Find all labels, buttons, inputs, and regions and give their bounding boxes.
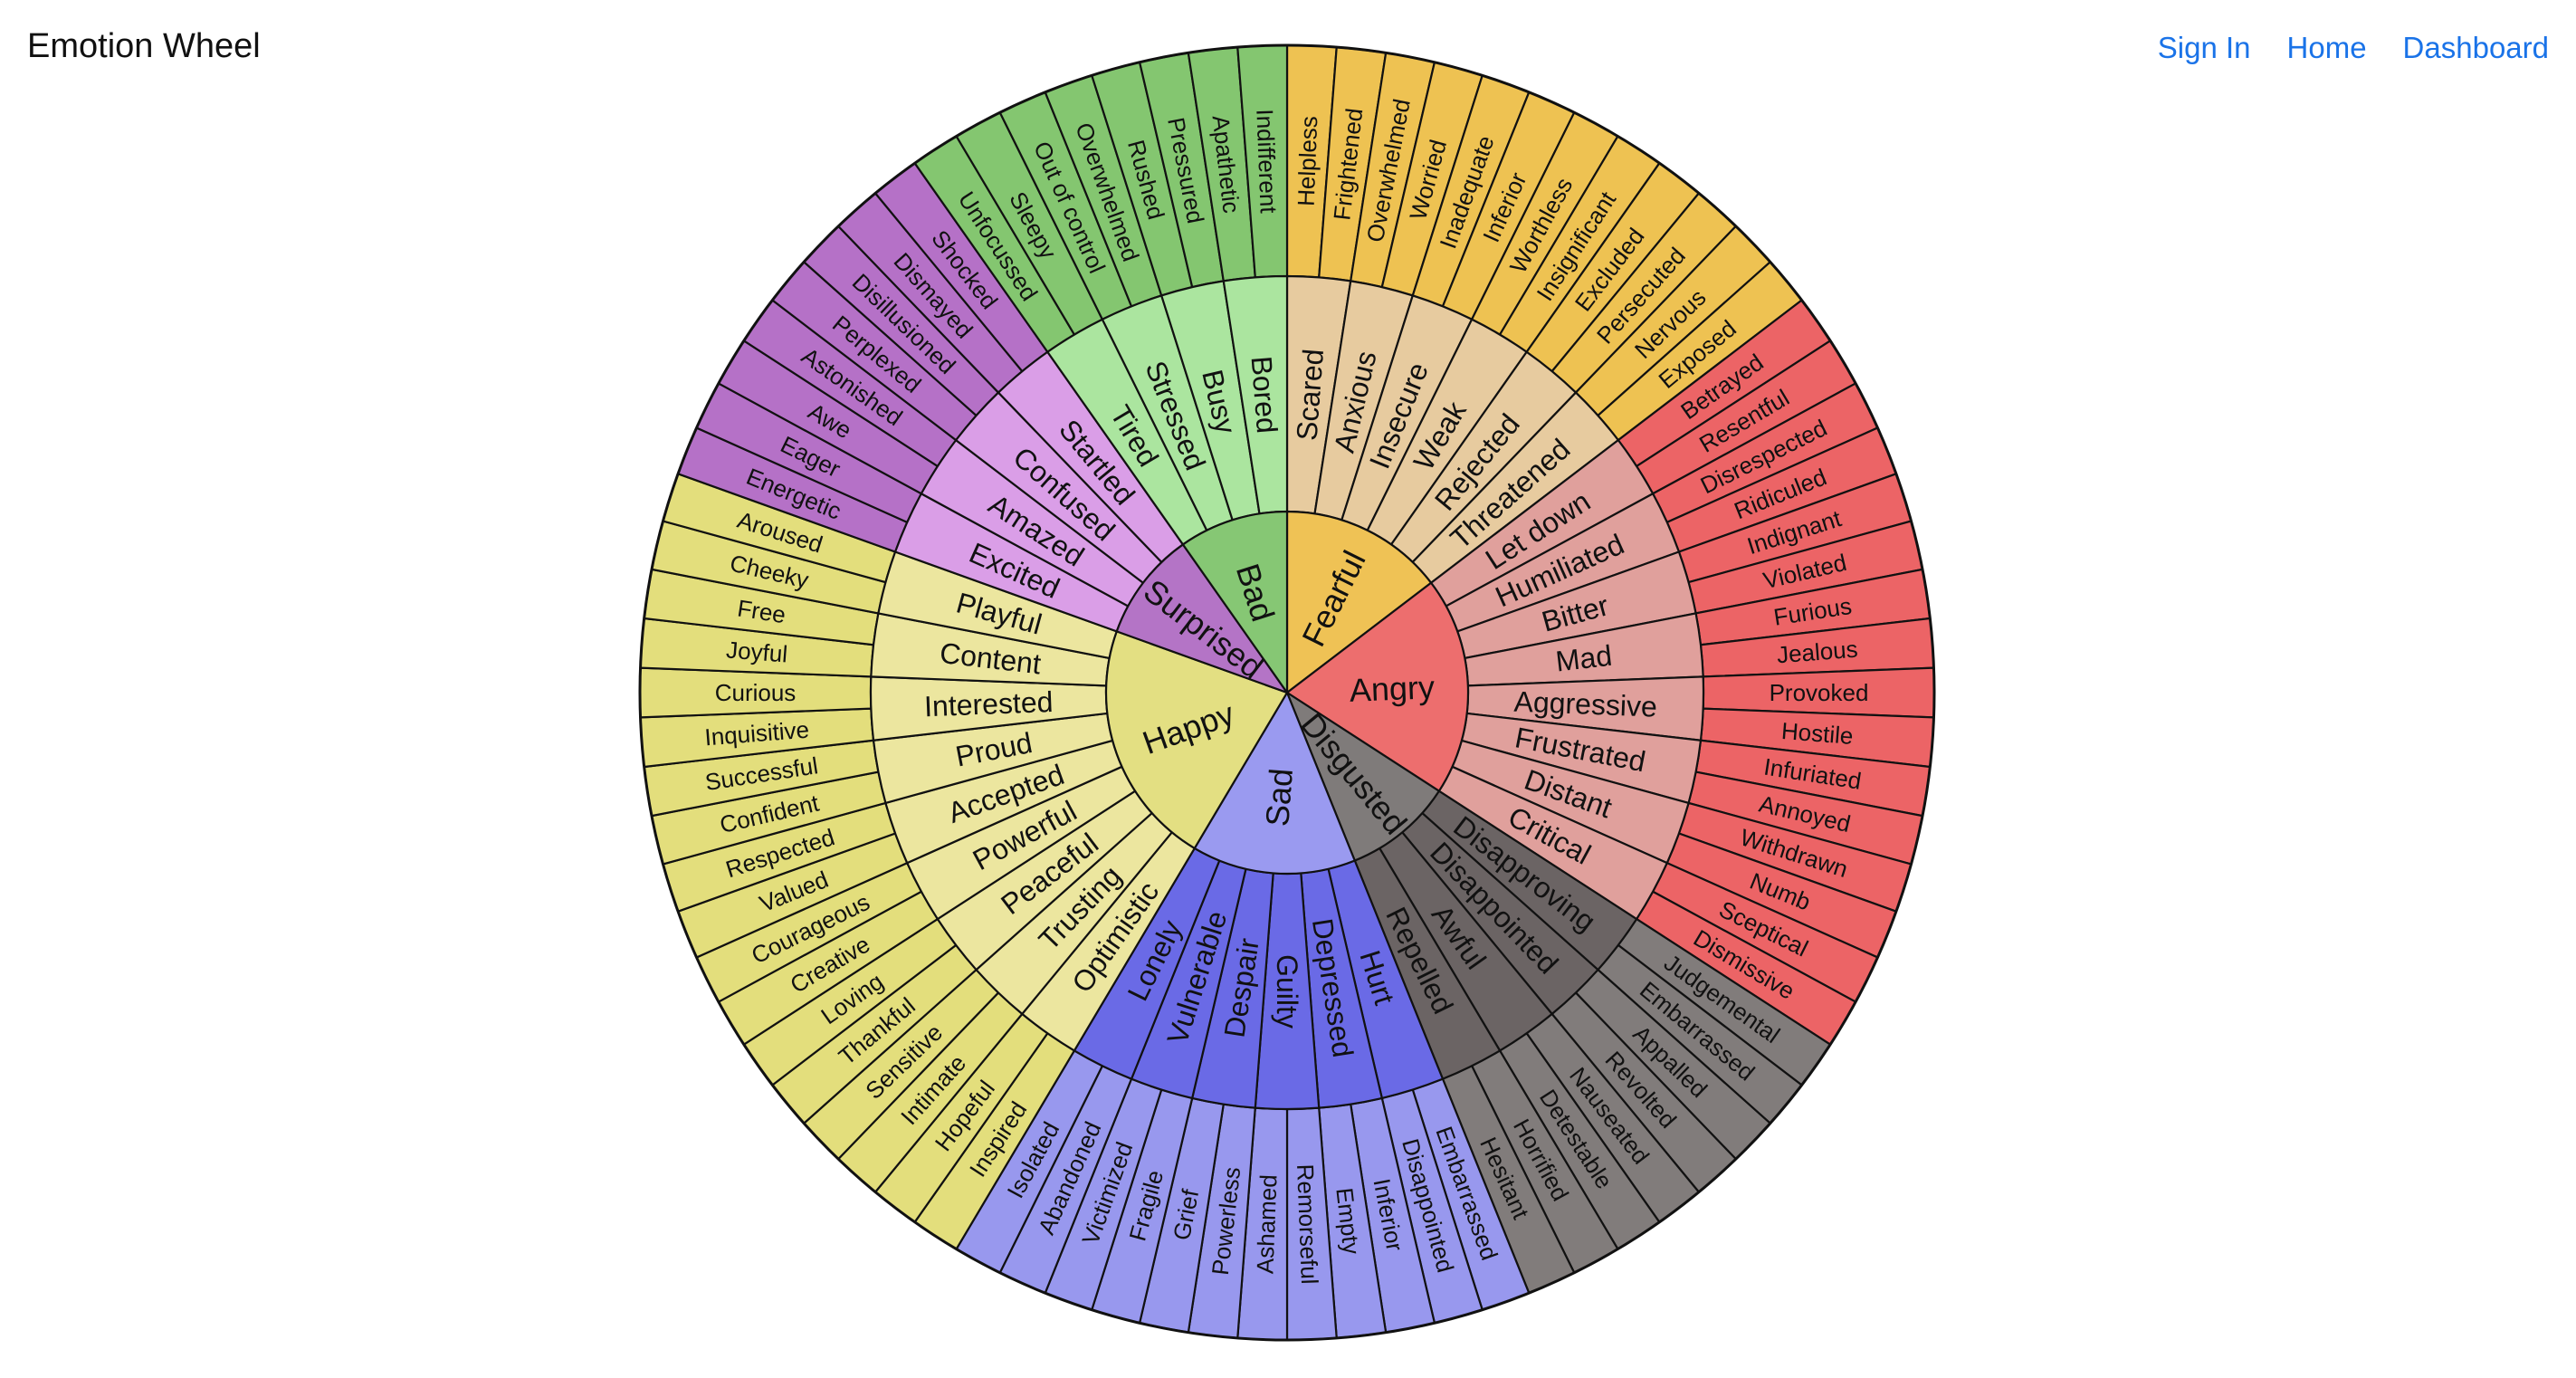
secondary-label-guilty: Guilty	[1271, 954, 1303, 1029]
core-label-angry: Angry	[1349, 668, 1436, 709]
app-title: Emotion Wheel	[27, 27, 261, 65]
home-link[interactable]: Home	[2286, 31, 2367, 64]
leaf-label-provoked: Provoked	[1770, 679, 1869, 706]
core-segment-sad[interactable]	[1193, 690, 1357, 876]
secondary-label-bored: Bored	[1245, 355, 1283, 435]
leaf-label-remorseful: Remorseful	[1292, 1163, 1323, 1285]
dashboard-link[interactable]: Dashboard	[2402, 31, 2549, 64]
leaf-label-indifferent: Indifferent	[1251, 109, 1282, 215]
core-segment-surprised[interactable]	[1115, 542, 1290, 695]
leaf-label-hostile: Hostile	[1780, 717, 1855, 750]
core-segment-angry[interactable]	[1285, 581, 1470, 793]
leaf-label-helpless: Helpless	[1293, 116, 1323, 207]
secondary-label-scared: Scared	[1290, 348, 1330, 442]
secondary-label-mad: Mad	[1554, 639, 1614, 678]
core-segment-happy[interactable]	[1104, 629, 1289, 850]
core-segment-fearful[interactable]	[1285, 510, 1433, 695]
core-segment-bad[interactable]	[1181, 510, 1289, 696]
secondary-label-interested: Interested	[923, 685, 1054, 722]
top-nav: Sign In Home Dashboard	[2158, 31, 2549, 65]
leaf-label-curious: Curious	[715, 679, 797, 706]
secondary-label-aggressive: Aggressive	[1513, 685, 1658, 723]
core-segment-disgusted[interactable]	[1284, 690, 1441, 862]
wheel-outer-border	[638, 43, 1936, 1342]
core-label-sad: Sad	[1258, 767, 1300, 828]
leaf-label-ashamed: Ashamed	[1251, 1174, 1282, 1275]
sign-in-link[interactable]: Sign In	[2157, 31, 2251, 64]
leaf-label-jealous: Jealous	[1776, 636, 1859, 669]
leaf-label-joyful: Joyful	[725, 636, 788, 667]
